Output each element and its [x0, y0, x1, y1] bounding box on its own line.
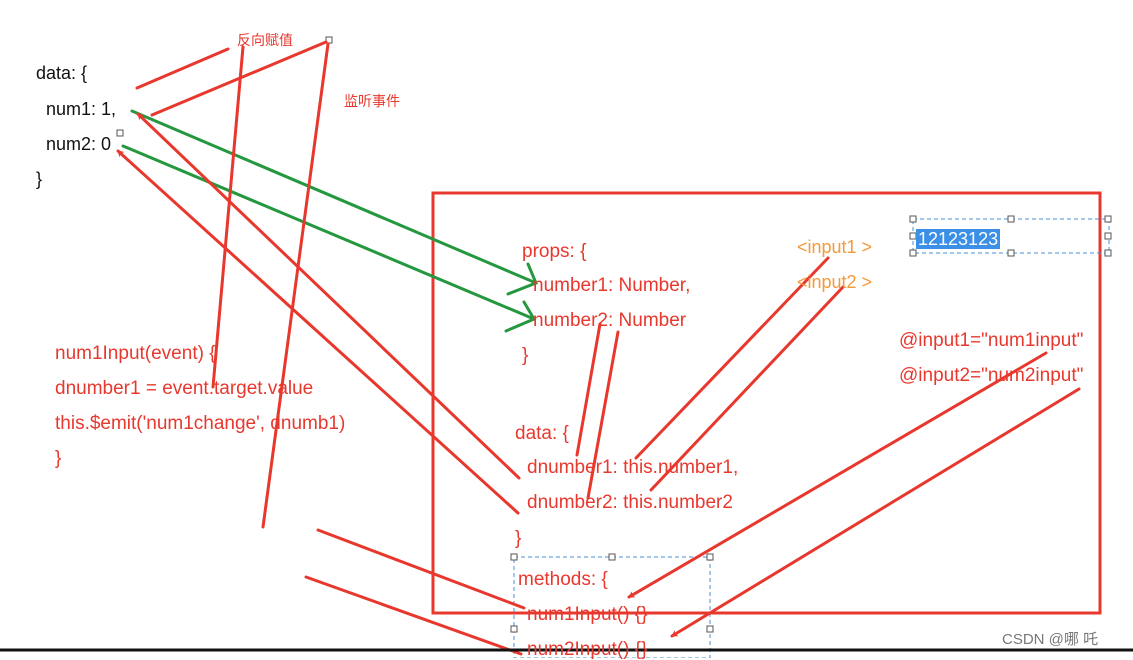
event-binding-input2: @input2="num2input"	[899, 365, 1084, 386]
code-line: dnumber1 = event.target.value	[55, 378, 314, 399]
link-input1-dnumber1	[634, 256, 830, 460]
code-line: }	[55, 448, 62, 469]
arrow-input2-to-method	[670, 387, 1081, 638]
green-arrows	[121, 109, 538, 333]
arrow-dnumber2-to-num2	[116, 149, 520, 515]
arrowhead-number2	[504, 300, 537, 333]
reverse-assign-line-left	[211, 45, 245, 389]
reverse-assign-stroke-1	[135, 47, 230, 90]
code-line-num2: num2: 0	[46, 134, 112, 154]
method-line-1	[316, 528, 526, 610]
link-number1-dnumber1	[575, 322, 602, 457]
code-line: }	[522, 345, 529, 366]
code-line-num1: num1: 1,	[46, 99, 117, 119]
reverse-assign-line-right	[261, 42, 330, 529]
watermark: CSDN @哪 吒	[1002, 631, 1099, 648]
code-line: number2: Number	[533, 310, 687, 331]
input-selection-box[interactable]	[909, 215, 1112, 257]
input-selected-value[interactable]: 12123123	[916, 229, 1001, 249]
code-line: num1Input() {}	[527, 604, 648, 625]
code-line: data: {	[36, 63, 88, 83]
code-line: }	[515, 528, 522, 549]
listen-event-label: 监听事件	[344, 93, 400, 109]
arrow-num1-to-number1	[130, 109, 538, 285]
method-line-2	[304, 575, 523, 656]
code-line: this.$emit('num1change', dnumb1)	[55, 413, 346, 434]
code-line: number1: Number,	[533, 275, 691, 296]
code-line: dnumber2: this.number2	[527, 492, 733, 513]
code-line: }	[36, 169, 43, 189]
red-arrows	[116, 40, 1081, 656]
link-number2-dnumber2	[586, 330, 620, 500]
code-line: props: {	[522, 241, 587, 262]
child-component-frame	[431, 191, 1102, 615]
code-line: methods: {	[518, 569, 608, 590]
event-binding-input1: @input1="num1input"	[899, 330, 1084, 351]
reverse-assign-label: 反向赋值	[237, 32, 293, 48]
arrow-input1-to-method	[627, 351, 1048, 599]
arrow-num2-to-number2	[121, 144, 536, 321]
input1-tag: <input1 >	[797, 237, 873, 257]
methods-selection-box[interactable]	[510, 553, 714, 658]
arrowhead-number1	[506, 262, 538, 296]
code-line: num2Input() {}	[527, 639, 648, 660]
code-line: data: {	[515, 423, 569, 444]
code-line: dnumber1: this.number1,	[527, 457, 739, 478]
code-line: num1Input(event) {	[55, 343, 216, 364]
link-input2-dnumber2	[649, 285, 845, 492]
arrow-dnumber1-to-num1	[136, 112, 521, 480]
input2-tag: <input2 >	[797, 272, 873, 292]
annotation-handle	[116, 129, 124, 137]
